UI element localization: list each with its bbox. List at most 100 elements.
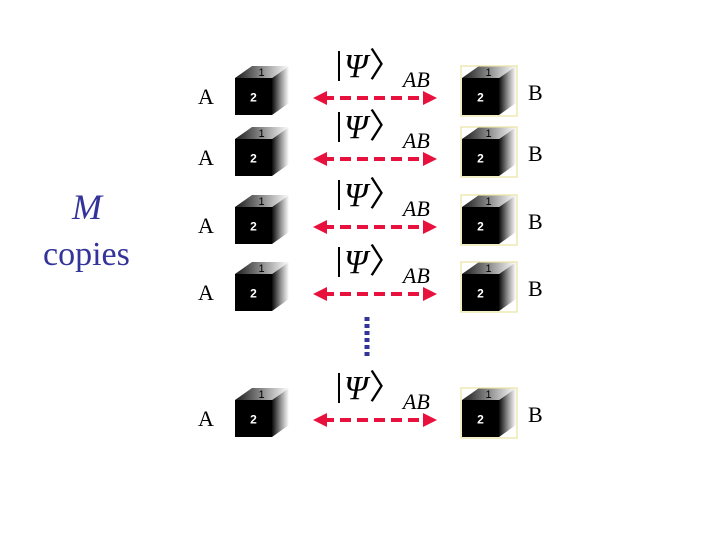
pair-row: 12 12 — [235, 261, 518, 313]
arrowhead-right — [423, 413, 437, 427]
copies-label: copies — [43, 236, 130, 273]
box-side-face — [272, 195, 289, 244]
box-left: 12 — [235, 66, 289, 115]
box-front-number: 2 — [477, 413, 484, 427]
label-b: B — [528, 276, 543, 301]
box-top-face — [235, 127, 289, 139]
arrowhead-right — [423, 287, 437, 301]
box-left: 12 — [235, 262, 289, 311]
psi-subscript: AB — [402, 196, 430, 221]
ket-bar — [338, 112, 340, 142]
state-ket-psi-ab: Ψ〉AB — [338, 360, 430, 415]
box-front-face — [235, 139, 272, 176]
box-side-face — [499, 262, 516, 311]
box-side-face — [272, 127, 289, 176]
psi-symbol: Ψ — [344, 109, 368, 146]
box-top-face — [235, 195, 289, 207]
box-top-number: 1 — [485, 67, 491, 79]
entanglement-link-arrow — [313, 287, 437, 301]
box-front-face — [462, 274, 499, 311]
box-top-face — [462, 66, 516, 78]
box-front-face — [462, 78, 499, 115]
ket-angle: 〉 — [368, 48, 403, 85]
ket-bar — [338, 247, 340, 277]
state-ket-psi-ab: Ψ〉AB — [338, 38, 430, 93]
box-front-number: 2 — [250, 287, 257, 301]
label-a: A — [198, 84, 214, 109]
box-side-face — [272, 262, 289, 311]
box-right: 12 — [460, 261, 518, 313]
box-top-face — [462, 127, 516, 139]
arrowhead-left — [313, 220, 327, 234]
box-front-face — [462, 139, 499, 176]
box-top-face — [462, 195, 516, 207]
box-left: 12 — [235, 388, 289, 437]
entanglement-link-arrow — [313, 152, 437, 166]
box-front-number: 2 — [250, 152, 257, 166]
label-b: B — [528, 209, 543, 234]
state-ket-psi-ab: Ψ〉AB — [338, 99, 430, 154]
arrowhead-right — [423, 220, 437, 234]
entanglement-link-arrow — [313, 220, 437, 234]
box-front-face — [462, 207, 499, 244]
state-ket-psi-ab: Ψ〉AB — [338, 234, 430, 289]
label-b: B — [528, 141, 543, 166]
box-right: 12 — [460, 387, 518, 439]
box-side-face — [272, 66, 289, 115]
box-top-face — [235, 66, 289, 78]
psi-symbol: Ψ — [344, 370, 368, 407]
arrowhead-left — [313, 91, 327, 105]
label-a: A — [198, 406, 214, 431]
box-outline — [460, 261, 518, 313]
box-side-face — [499, 388, 516, 437]
box-right: 12 — [460, 194, 518, 246]
m-label: M — [72, 187, 102, 227]
psi-symbol: Ψ — [344, 177, 368, 214]
box-left: 12 — [235, 127, 289, 176]
box-front-face — [235, 207, 272, 244]
box-top-number: 1 — [258, 128, 264, 140]
box-top-number: 1 — [258, 389, 264, 401]
box-top-number: 1 — [485, 196, 491, 208]
box-top-number: 1 — [258, 196, 264, 208]
box-outline — [460, 126, 518, 178]
box-side-face — [499, 195, 516, 244]
box-outline — [460, 194, 518, 246]
psi-symbol: Ψ — [344, 48, 368, 85]
box-right: 12 — [460, 126, 518, 178]
entanglement-link-arrow — [313, 413, 437, 427]
box-top-face — [235, 262, 289, 274]
box-top-number: 1 — [258, 67, 264, 79]
psi-subscript: AB — [402, 263, 430, 288]
box-front-number: 2 — [477, 91, 484, 105]
box-top-number: 1 — [485, 128, 491, 140]
box-side-face — [499, 66, 516, 115]
box-front-number: 2 — [477, 152, 484, 166]
box-top-face — [462, 262, 516, 274]
box-front-face — [235, 274, 272, 311]
box-outline — [460, 65, 518, 117]
arrowhead-right — [423, 91, 437, 105]
ket-bar — [338, 180, 340, 210]
box-front-number: 2 — [250, 220, 257, 234]
ket-angle: 〉 — [368, 370, 403, 407]
box-outline — [460, 387, 518, 439]
box-front-face — [235, 78, 272, 115]
box-front-face — [235, 400, 272, 437]
label-a: A — [198, 145, 214, 170]
box-front-number: 2 — [250, 413, 257, 427]
box-side-face — [499, 127, 516, 176]
label-a: A — [198, 213, 214, 238]
label-b: B — [528, 402, 543, 427]
arrowhead-right — [423, 152, 437, 166]
ket-angle: 〉 — [368, 177, 403, 214]
ket-angle: 〉 — [368, 109, 403, 146]
box-front-face — [462, 400, 499, 437]
psi-subscript: AB — [402, 128, 430, 153]
psi-subscript: AB — [402, 67, 430, 92]
